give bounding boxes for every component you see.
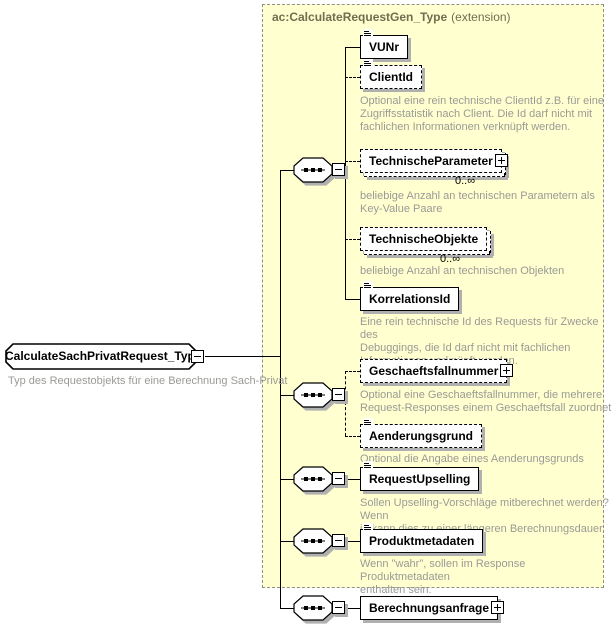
sequence-octagon bbox=[293, 595, 333, 621]
element-label: Berechnungsanfrage bbox=[369, 601, 490, 615]
text-content-icon bbox=[363, 281, 373, 290]
element-label: Geschaeftsfallnummer bbox=[369, 364, 499, 378]
element-geschaeftsfallnummer[interactable]: Geschaeftsfallnummer bbox=[360, 359, 514, 383]
connector-line-optional bbox=[345, 436, 360, 437]
element-technischeobjekte[interactable]: TechnischeObjekte bbox=[360, 227, 492, 255]
connector-line bbox=[280, 541, 294, 542]
root-type-label: CalculateSachPrivatRequest_Type bbox=[5, 349, 202, 363]
element-technischeparameter[interactable]: TechnischeParameter bbox=[360, 149, 508, 177]
connector-line bbox=[205, 356, 281, 357]
connector-trunk-line bbox=[280, 170, 281, 609]
collapse-icon[interactable] bbox=[332, 163, 345, 176]
collapse-icon[interactable] bbox=[332, 601, 345, 614]
element-annotation: beliebige Anzahl an technischen Paramete… bbox=[360, 190, 595, 215]
element-vunr[interactable]: VUNr bbox=[360, 29, 409, 59]
text-content-icon bbox=[363, 59, 373, 68]
connector-line bbox=[345, 608, 360, 609]
element-label: VUNr bbox=[369, 40, 400, 54]
connector-line-optional bbox=[345, 239, 360, 240]
connector-line bbox=[280, 170, 294, 171]
connector-line bbox=[280, 395, 294, 396]
element-annotation: Eine rein technische Id des Requests für… bbox=[360, 316, 599, 367]
connector-line bbox=[345, 299, 360, 300]
collapse-icon[interactable] bbox=[191, 350, 204, 363]
extension-suffix: (extension) bbox=[451, 10, 511, 24]
sequence-compositor-icon[interactable] bbox=[293, 595, 351, 621]
complex-type-shape bbox=[5, 343, 197, 370]
extension-header: ac:CalculateRequestGen_Type(extension) bbox=[272, 10, 511, 24]
connector-line-optional bbox=[345, 371, 360, 372]
connector-line-optional bbox=[345, 77, 360, 78]
text-content-icon bbox=[363, 418, 373, 427]
collapse-icon[interactable] bbox=[332, 388, 345, 401]
element-label: RequestUpselling bbox=[369, 472, 471, 486]
root-type-calculatesachprivatrequest[interactable]: CalculateSachPrivatRequest_Type bbox=[5, 343, 211, 370]
element-korrelationsid[interactable]: KorrelationsId bbox=[360, 281, 460, 311]
element-annotation: Optional eine rein technische ClientId z… bbox=[360, 95, 604, 133]
element-aenderungsgrund[interactable]: Aenderungsgrund bbox=[360, 418, 482, 448]
sequence-octagon bbox=[293, 528, 333, 554]
element-annotation: Optional eine Geschaeftsfallnummer, die … bbox=[360, 389, 612, 414]
sequence-compositor-icon[interactable] bbox=[293, 466, 351, 492]
element-label: TechnischeParameter bbox=[369, 154, 493, 168]
element-label: Aenderungsgrund bbox=[369, 429, 473, 443]
sequence-compositor-icon[interactable] bbox=[293, 382, 351, 408]
expand-icon[interactable] bbox=[500, 364, 514, 377]
expand-icon[interactable] bbox=[494, 154, 508, 167]
connector-spine-line-optional bbox=[345, 371, 346, 436]
connector-line-optional bbox=[345, 161, 360, 162]
sequence-octagon bbox=[293, 466, 333, 492]
collapse-icon[interactable] bbox=[332, 472, 345, 485]
sequence-compositor-icon[interactable] bbox=[293, 528, 351, 554]
element-label: KorrelationsId bbox=[369, 292, 451, 306]
element-annotation: Optional die Angabe eines Aenderungsgrun… bbox=[360, 453, 584, 465]
connector-line bbox=[280, 608, 294, 609]
root-annotation: Typ des Requestobjekts für eine Berechnu… bbox=[8, 375, 288, 387]
element-berechnungsanfrage[interactable]: Berechnungsanfrage bbox=[360, 596, 505, 620]
element-produktmetadaten[interactable]: Produktmetadaten bbox=[360, 523, 484, 553]
sequence-octagon bbox=[293, 157, 333, 183]
connector-line bbox=[345, 47, 360, 48]
cardinality-label: 0..∞ bbox=[455, 175, 476, 187]
connector-line bbox=[345, 479, 360, 480]
element-clientid[interactable]: ClientId bbox=[360, 59, 422, 89]
element-annotation: beliebige Anzahl an technischen Objekten bbox=[360, 265, 565, 277]
extension-type-name: ac:CalculateRequestGen_Type bbox=[272, 10, 448, 24]
sequence-compositor-icon[interactable] bbox=[293, 157, 351, 183]
connector-spine-line bbox=[345, 47, 346, 300]
element-requestupselling[interactable]: RequestUpselling bbox=[360, 461, 480, 491]
connector-line bbox=[345, 541, 360, 542]
element-label: TechnischeObjekte bbox=[369, 232, 479, 246]
text-content-icon bbox=[363, 523, 373, 532]
collapse-icon[interactable] bbox=[332, 534, 345, 547]
element-label: Produktmetadaten bbox=[369, 534, 475, 548]
connector-line bbox=[280, 479, 294, 480]
cardinality-label: 0..∞ bbox=[440, 253, 461, 265]
expand-icon[interactable] bbox=[491, 601, 505, 614]
sequence-octagon bbox=[293, 382, 333, 408]
text-content-icon bbox=[363, 29, 373, 38]
element-annotation: Wenn "wahr", sollen im Response Produktm… bbox=[360, 558, 526, 596]
text-content-icon bbox=[363, 461, 373, 470]
element-label: ClientId bbox=[369, 70, 413, 84]
